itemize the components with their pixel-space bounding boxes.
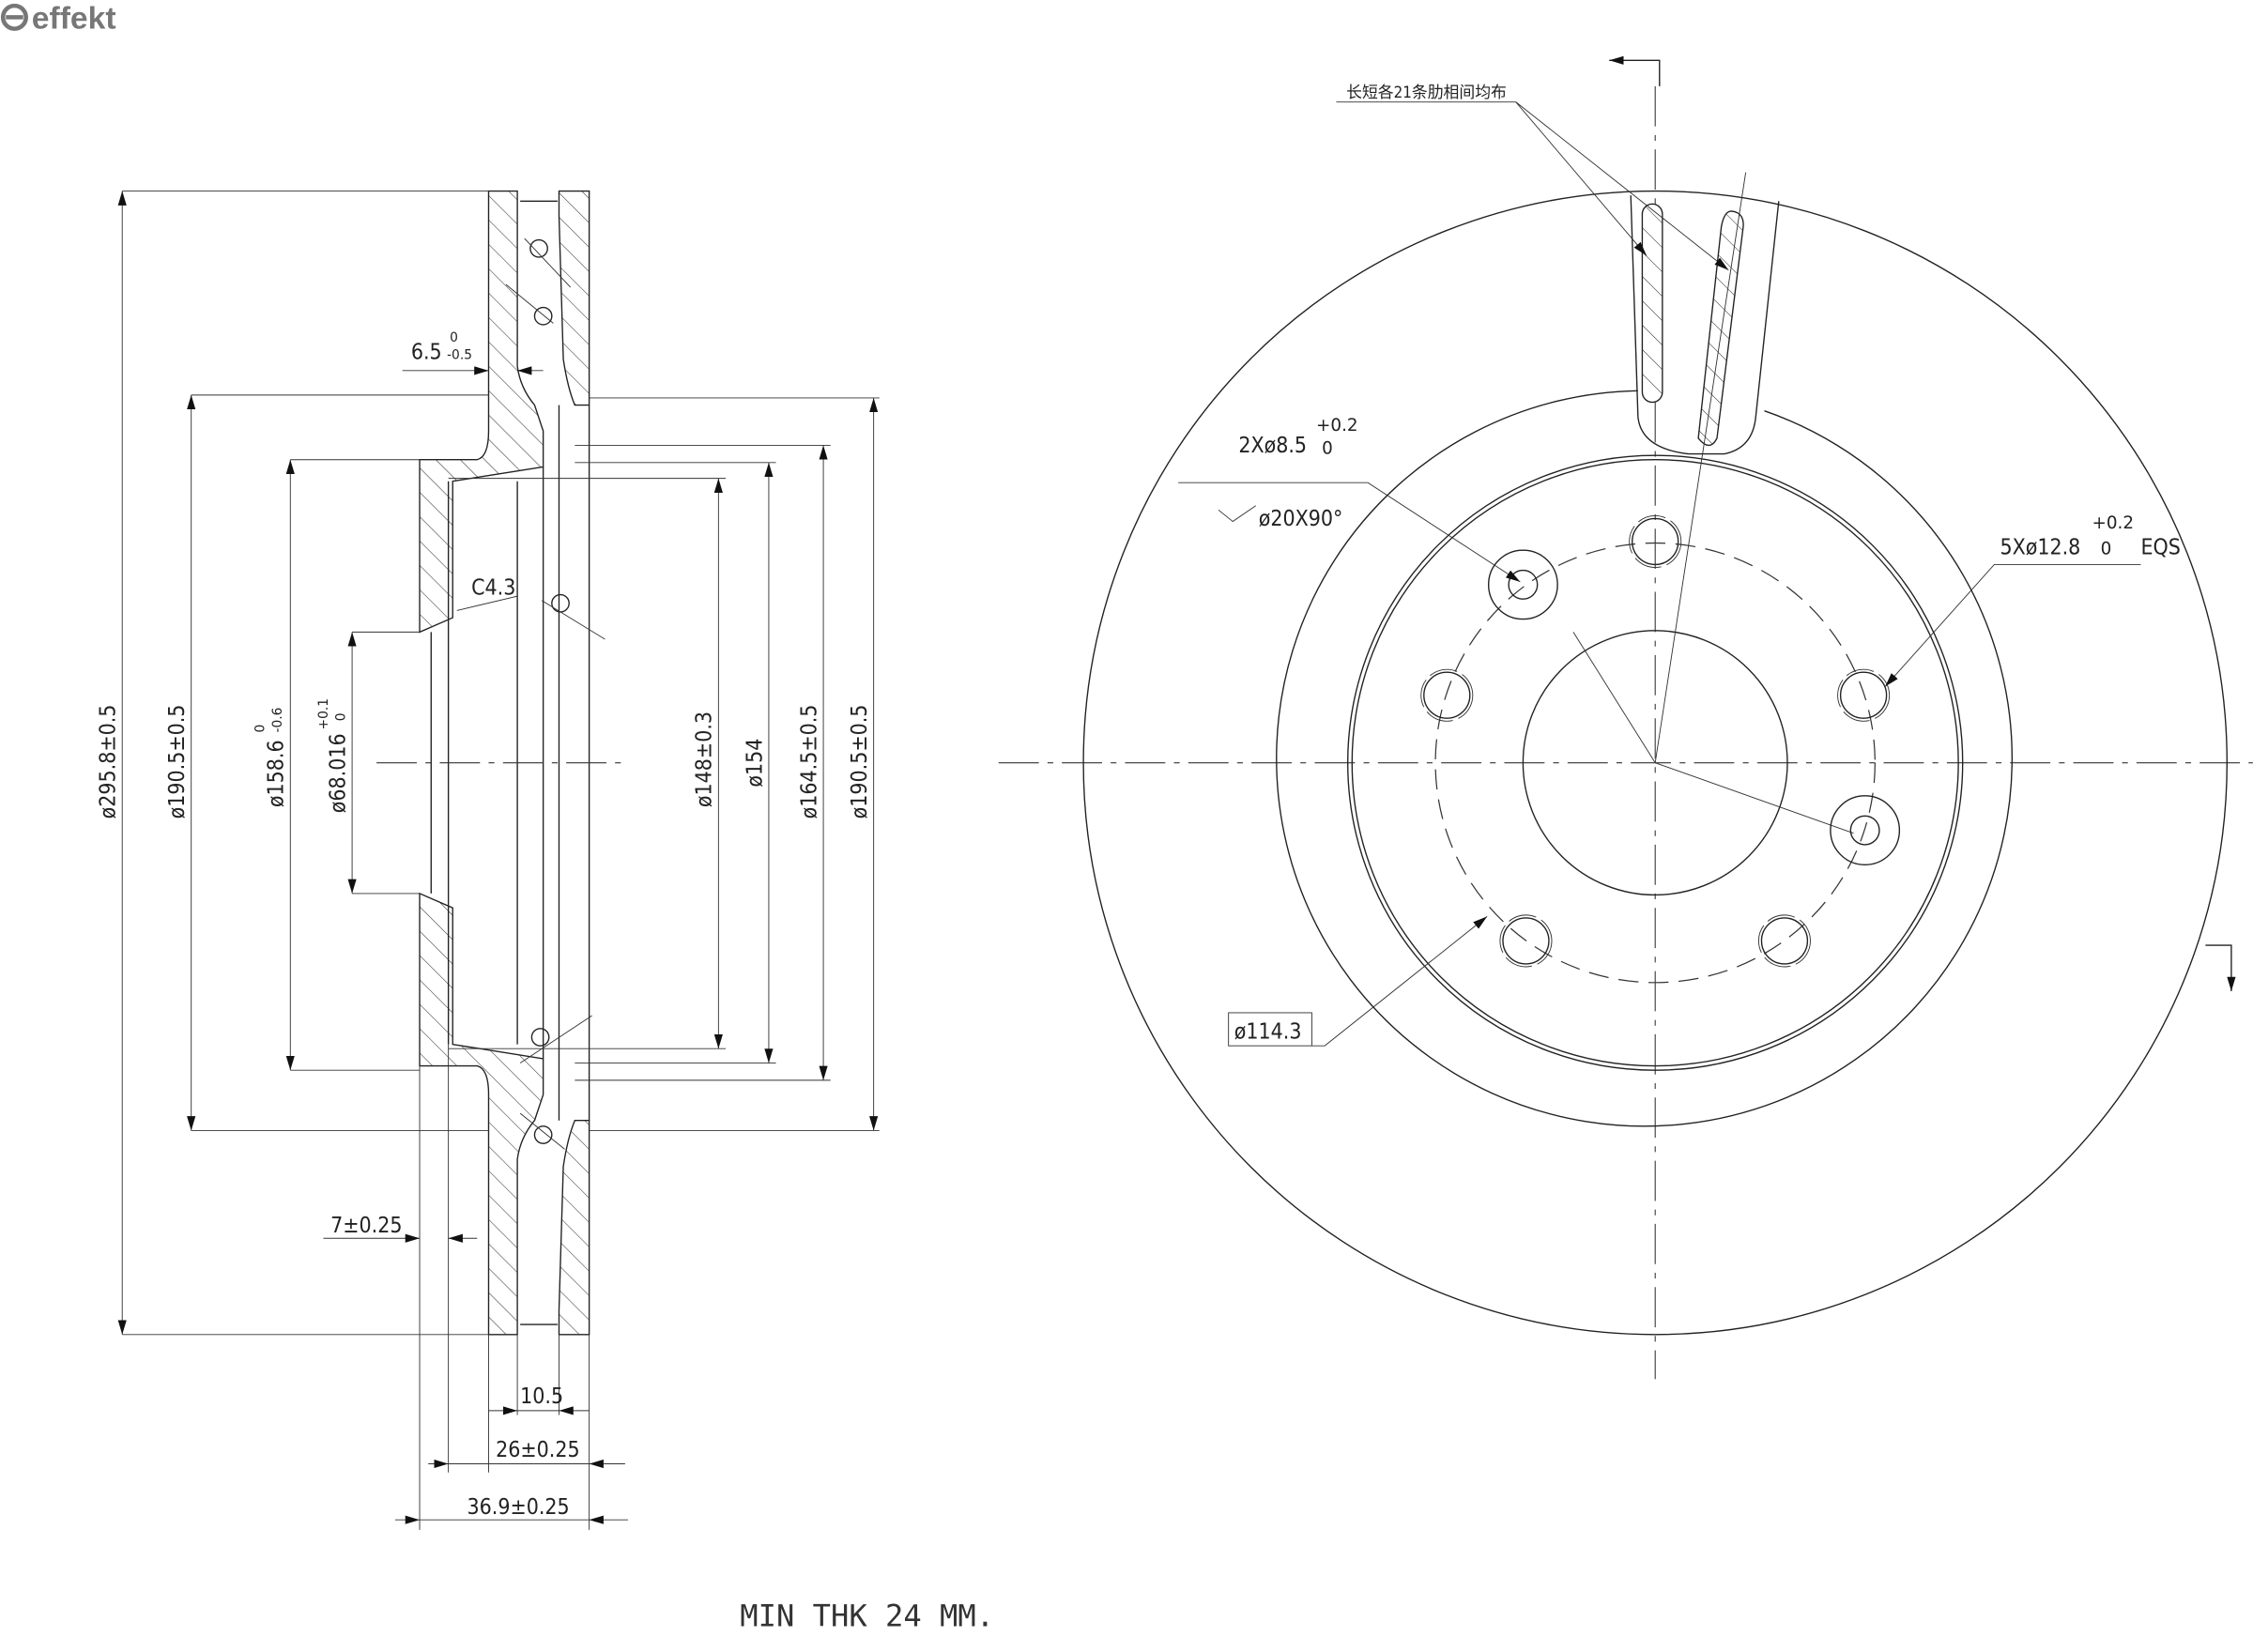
dim-164-5: ø164.5±0.5 — [797, 705, 821, 819]
dim-hat-wall: 7±0.25 — [330, 1214, 402, 1238]
dim-outer-diameter: ø295.8±0.5 — [97, 705, 121, 819]
countersunk-hole — [1487, 549, 1558, 620]
bolt-hole — [1837, 668, 1891, 722]
dim-plate-tol-upper: 0 — [450, 330, 458, 345]
dim-hub-diameter: ø158.6 — [265, 740, 289, 807]
dim-hat-diameter-right: ø190.5±0.5 — [848, 705, 872, 819]
bolt-holes-suffix: EQS — [2140, 536, 2180, 560]
logo-mark-icon — [0, 3, 28, 31]
countersunk-hole — [1830, 795, 1901, 866]
dim-plate: 6.5 — [411, 341, 442, 365]
countersink-symbol-icon — [1218, 505, 1256, 523]
bolt-hole — [1629, 514, 1682, 568]
small-holes-tol-upper: +0.2 — [1316, 416, 1358, 436]
dim-bore-diameter: ø68.016 — [326, 733, 350, 813]
bolt-holes-tol-upper: +0.2 — [2092, 513, 2134, 533]
face-view: 长短各21条肋相间均布 2Xø8.5 +0.2 0 ø20X90° 5Xø12.… — [998, 55, 2253, 1380]
dim-overall-height: 36.9±0.25 — [467, 1495, 570, 1520]
dim-hub-tol-upper: 0 — [253, 725, 268, 733]
bolt-hole — [1420, 668, 1474, 722]
brand-logo: effekt — [0, 2, 116, 37]
dim-154: ø154 — [743, 739, 767, 788]
bolt-holes-label: 5Xø12.8 — [2000, 536, 2081, 560]
logo-text: effekt — [32, 2, 116, 37]
dim-chamfer: C4.3 — [471, 576, 515, 601]
dim-plate-tol-lower: -0.5 — [447, 348, 472, 363]
small-holes-label: 2Xø8.5 — [1238, 434, 1307, 458]
dim-thickness: 26±0.25 — [496, 1438, 579, 1462]
pcd-label: ø114.3 — [1234, 1020, 1302, 1045]
bolt-hole — [1499, 914, 1553, 968]
min-thickness-note: MIN THK 24 MM. — [740, 1598, 994, 1633]
section-view: ø295.8±0.5 ø190.5±0.5 ø158.6 0 -0.6 ø68.… — [97, 190, 994, 1633]
dim-vane-gap: 10.5 — [520, 1384, 563, 1409]
bolt-holes-tol-lower: 0 — [2101, 540, 2112, 559]
dim-148: ø148±0.3 — [693, 711, 717, 807]
dim-bore-tol-upper: +0.1 — [316, 698, 331, 729]
dim-hat-diameter-left: ø190.5±0.5 — [165, 705, 190, 819]
dim-hub-tol-lower: -0.6 — [270, 708, 285, 733]
bolt-hole — [1757, 914, 1811, 968]
pcd-box — [1228, 1012, 1312, 1047]
dim-bore-tol-lower: 0 — [333, 713, 348, 722]
countersink-label: ø20X90° — [1259, 507, 1343, 531]
rib-note: 长短各21条肋相间均布 — [1346, 83, 1507, 101]
small-holes-tol-lower: 0 — [1322, 439, 1333, 459]
